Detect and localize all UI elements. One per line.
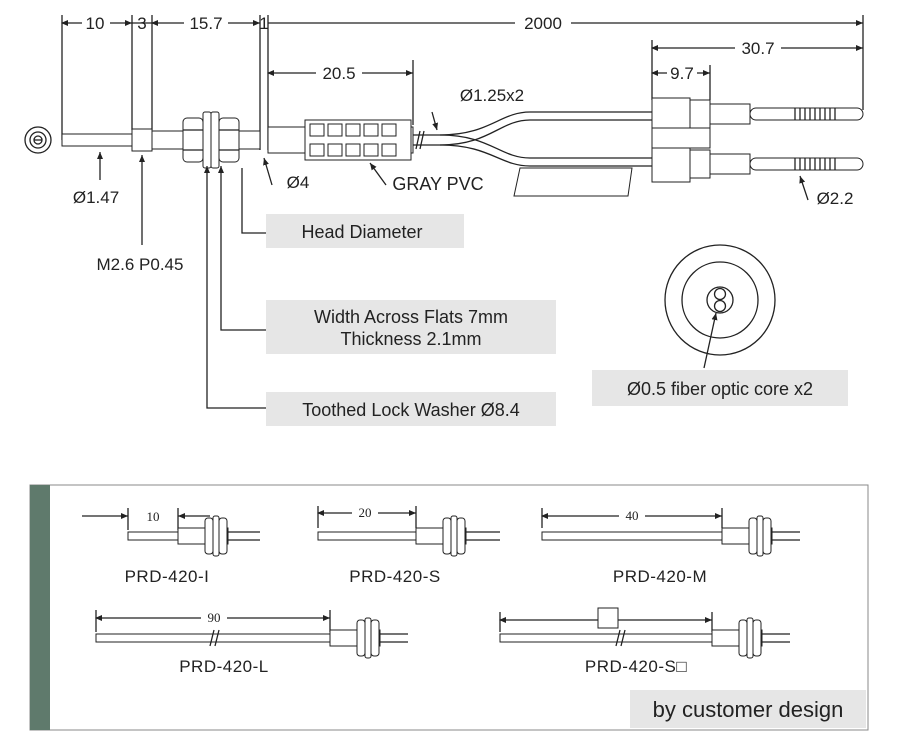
panel-accent-bar [30, 485, 50, 730]
variant-model-m: PRD-420-M [613, 567, 707, 586]
dim-10: 10 [86, 14, 105, 33]
variant-model-l: PRD-420-L [179, 657, 269, 676]
dim-30-7: 30.7 [741, 39, 774, 58]
variant-dim-s: 20 [359, 505, 372, 520]
dim-2000: 2000 [524, 14, 562, 33]
sensor-probe [61, 111, 261, 169]
top-dimension-lines [61, 15, 864, 150]
dim-3: 3 [137, 14, 146, 33]
variant-model-s: PRD-420-S [349, 567, 440, 586]
dim-1: 1 [259, 14, 268, 33]
dim-dia-4: Ø4 [287, 173, 310, 192]
dim-dia-1-47: Ø1.47 [73, 188, 119, 207]
cable-material-label: GRAY PVC [392, 174, 483, 194]
flats-label-1: Width Across Flats 7mm [314, 307, 508, 327]
variant-dim-l: 90 [208, 610, 221, 625]
fiber-cables [413, 111, 652, 197]
sensor-sleeve [267, 119, 414, 161]
dim-dia-2-2: Ø2.2 [817, 189, 854, 208]
washer-box [266, 392, 556, 426]
leader-lines [97, 111, 809, 409]
variant-model-i: PRD-420-I [125, 567, 210, 586]
fiber-connectors [651, 97, 864, 183]
dim-20-5: 20.5 [322, 64, 355, 83]
fiber-core-label: Ø0.5 fiber optic core x2 [627, 379, 813, 399]
fiber-core-box [592, 370, 848, 406]
head-diameter-box [266, 214, 464, 248]
dim-15-7: 15.7 [189, 14, 222, 33]
variant-dim-m: 40 [626, 508, 639, 523]
flats-box [266, 300, 556, 354]
variant-model-custom: PRD-420-S□ [585, 657, 687, 676]
washer-label: Toothed Lock Washer Ø8.4 [302, 400, 519, 420]
fiber-cross-section [664, 244, 776, 369]
footer-label: by customer design [653, 697, 844, 722]
variant-probe-custom [499, 607, 790, 659]
end-view-icon [24, 126, 52, 154]
flats-label-2: Thickness 2.1mm [340, 329, 481, 349]
dim-dia-1-25: Ø1.25x2 [460, 86, 524, 105]
footer-box [630, 690, 866, 728]
thread-spec: M2.6 P0.45 [97, 255, 184, 274]
head-diameter-label: Head Diameter [301, 222, 422, 242]
variant-dim-i: 10 [147, 509, 160, 524]
dim-9-7: 9.7 [670, 64, 694, 83]
variant-probe-i [82, 508, 260, 557]
